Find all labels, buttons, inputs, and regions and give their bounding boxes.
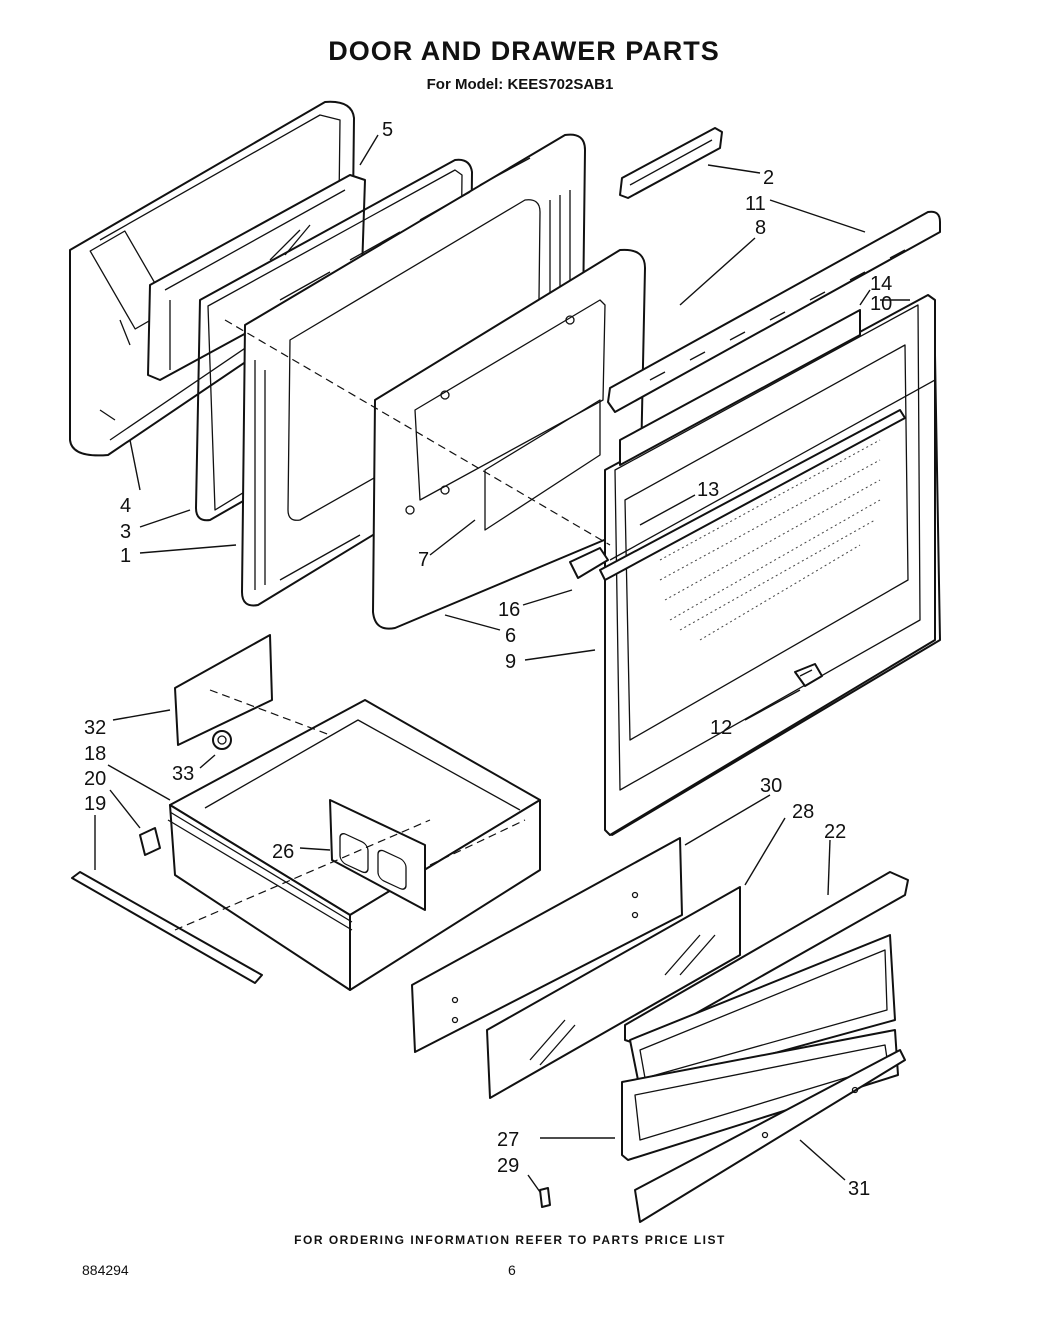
callout-13: 13 bbox=[697, 479, 719, 501]
callout-27: 27 bbox=[497, 1129, 519, 1151]
callout-14: 14 bbox=[870, 273, 892, 295]
assembly-guide-lines bbox=[174, 319, 611, 931]
drawer-pad bbox=[174, 634, 273, 746]
drawer-front-frame bbox=[624, 871, 909, 1091]
callout-11: 11 bbox=[745, 193, 766, 215]
door-latch bbox=[569, 409, 906, 581]
callout-18: 18 bbox=[84, 743, 106, 765]
callout-4: 4 bbox=[120, 495, 131, 517]
drawer-body bbox=[167, 699, 541, 991]
callout-30: 30 bbox=[760, 775, 782, 797]
model-subtitle: For Model: KEES702SAB1 bbox=[426, 76, 614, 93]
drawer-glass bbox=[486, 886, 741, 1099]
door-handle-clip bbox=[794, 663, 823, 687]
callout-12: 12 bbox=[710, 717, 732, 739]
outer-door-frame bbox=[604, 294, 941, 836]
callout-19: 19 bbox=[84, 793, 106, 815]
callout-8: 8 bbox=[755, 217, 766, 239]
drawer-bottom-trim bbox=[634, 1049, 906, 1223]
callout-26: 26 bbox=[272, 841, 294, 863]
callout-20: 20 bbox=[84, 768, 106, 790]
callout-29: 29 bbox=[497, 1155, 519, 1177]
callout-labels: 5 2 11 8 14 10 4 3 1 7 13 16 6 9 12 32 1… bbox=[84, 119, 892, 1200]
page-number: 6 bbox=[508, 1262, 516, 1278]
leader-lines bbox=[94, 134, 910, 1193]
drawer-rail bbox=[71, 871, 263, 984]
top-vent-trim bbox=[607, 210, 941, 413]
hinge-bracket bbox=[619, 127, 723, 199]
drawer-roller bbox=[212, 730, 232, 750]
callout-7: 7 bbox=[418, 549, 429, 571]
callout-16: 16 bbox=[498, 599, 520, 621]
callout-2: 2 bbox=[763, 167, 774, 189]
callout-9: 9 bbox=[505, 651, 516, 673]
callout-5: 5 bbox=[382, 119, 393, 141]
callout-10: 10 bbox=[870, 293, 892, 315]
callout-3: 3 bbox=[120, 521, 131, 543]
callout-28: 28 bbox=[792, 801, 814, 823]
callout-31: 31 bbox=[848, 1178, 870, 1200]
drawer-clip bbox=[539, 1187, 551, 1208]
page-title: DOOR AND DRAWER PARTS bbox=[328, 36, 720, 66]
drawer-bracket bbox=[329, 799, 426, 911]
callout-32: 32 bbox=[84, 717, 106, 739]
callout-22: 22 bbox=[824, 821, 846, 843]
drawer-front-backing bbox=[411, 837, 683, 1053]
ordering-info-note: FOR ORDERING INFORMATION REFER TO PARTS … bbox=[294, 1233, 726, 1247]
document-code: 884294 bbox=[82, 1262, 129, 1278]
callout-1: 1 bbox=[120, 545, 131, 567]
drawer-glide bbox=[139, 827, 161, 856]
callout-33: 33 bbox=[172, 763, 194, 785]
callout-6: 6 bbox=[505, 625, 516, 647]
